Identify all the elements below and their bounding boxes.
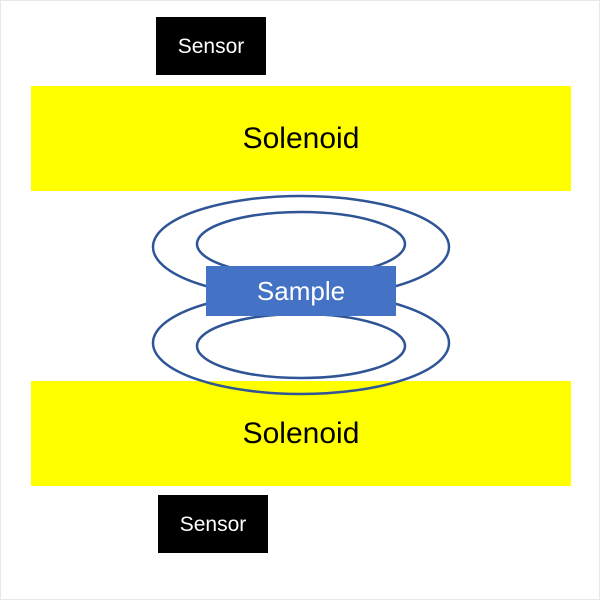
sensor-bottom-box: Sensor: [158, 495, 268, 553]
solenoid-bottom-label: Solenoid: [242, 416, 360, 450]
sensor-bottom-label: Sensor: [179, 512, 247, 536]
solenoid-top-box: Solenoid: [31, 86, 571, 191]
sample-label: Sample: [256, 276, 346, 306]
coil-inner-bottom-ellipse: [195, 312, 407, 380]
solenoid-top-label: Solenoid: [242, 121, 360, 155]
sensor-top-box: Sensor: [156, 17, 266, 75]
sample-box: Sample: [206, 266, 396, 316]
sensor-top-label: Sensor: [177, 34, 245, 58]
solenoid-bottom-box: Solenoid: [31, 381, 571, 486]
